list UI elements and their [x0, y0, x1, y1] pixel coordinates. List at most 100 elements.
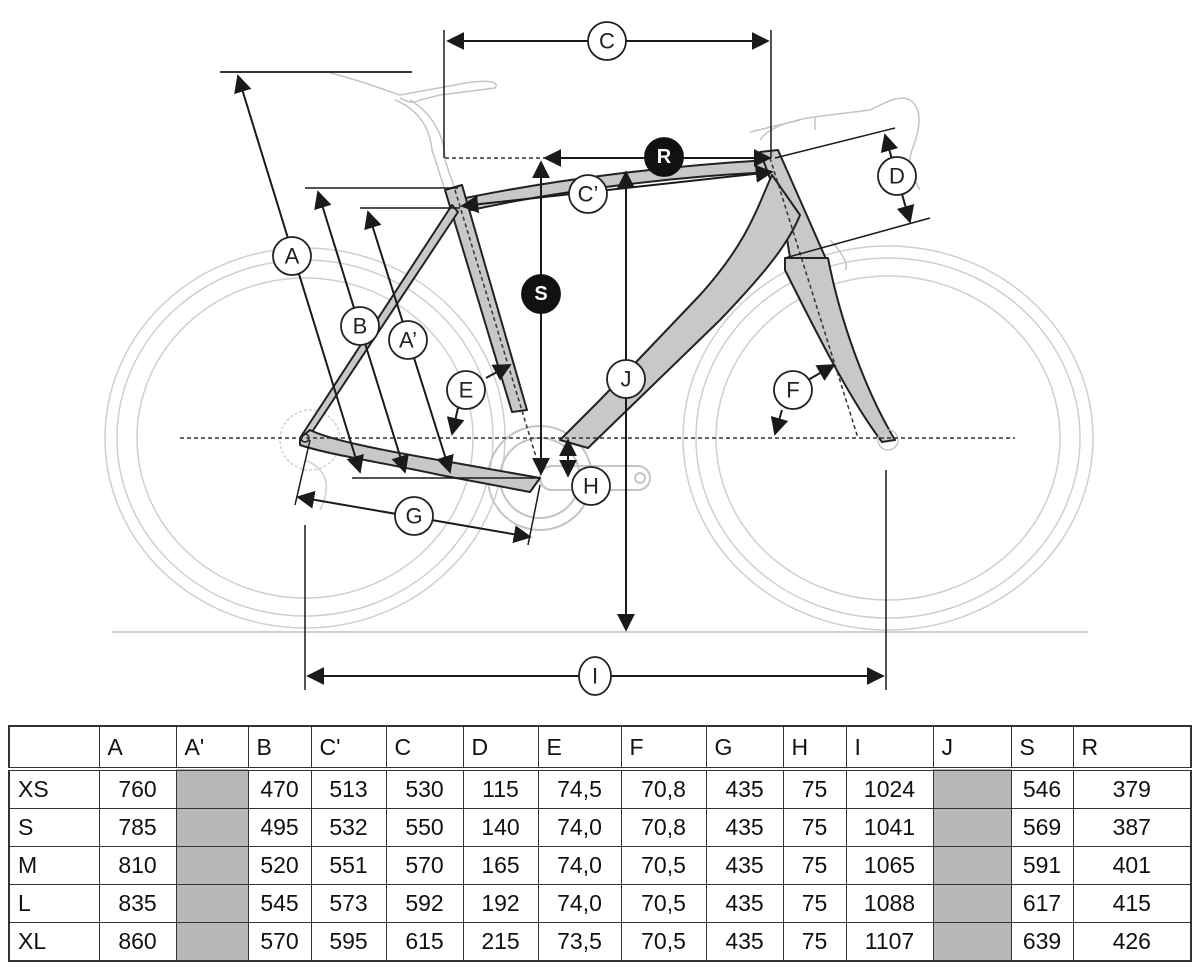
cell-D: 115: [462, 768, 539, 809]
label-A-text: A: [285, 244, 300, 269]
size-label-cell: M: [8, 846, 100, 885]
header-B: B: [247, 725, 312, 771]
cell-S: 569: [1010, 808, 1074, 847]
cell-G: 435: [705, 808, 784, 847]
front-wheel: [682, 245, 1094, 631]
cell-A-prime: [175, 922, 249, 962]
cell-S: 639: [1010, 922, 1074, 962]
cell-D: 140: [462, 808, 539, 847]
frame-geometry-diagram: A B A’ C C’ R S D E F J G: [104, 21, 1094, 696]
header-I: I: [845, 725, 934, 771]
cell-H: 75: [782, 846, 847, 885]
cell-C: 530: [385, 768, 464, 809]
cell-C: 592: [385, 884, 464, 923]
header-J: J: [932, 725, 1012, 771]
label-J: J: [606, 359, 646, 399]
label-G-text: G: [405, 504, 422, 529]
cell-I: 1088: [845, 884, 934, 923]
dimension-lines: [220, 30, 931, 690]
cell-G: 435: [705, 768, 784, 809]
cell-A-prime: [175, 768, 249, 809]
cell-S: 617: [1010, 884, 1074, 923]
cell-F: 70,5: [620, 922, 707, 962]
cell-A: 785: [98, 808, 177, 847]
cell-B: 520: [247, 846, 312, 885]
header-S: S: [1010, 725, 1074, 771]
label-G: G: [394, 496, 434, 536]
label-C-prime: C’: [568, 174, 608, 214]
cell-I: 1041: [845, 808, 934, 847]
cell-F: 70,8: [620, 808, 707, 847]
cell-E: 73,5: [537, 922, 622, 962]
label-A: A: [272, 236, 312, 276]
cell-C-prime: 573: [310, 884, 387, 923]
cell-C-prime: 532: [310, 808, 387, 847]
cell-R: 426: [1072, 922, 1192, 962]
label-H-text: H: [583, 474, 599, 499]
cell-G: 435: [705, 922, 784, 962]
label-J-text: J: [621, 367, 632, 392]
cell-J: [932, 884, 1012, 923]
cell-R: 379: [1072, 768, 1192, 809]
cell-C-prime: 513: [310, 768, 387, 809]
size-label-cell: XL: [8, 922, 100, 962]
cell-G: 435: [705, 846, 784, 885]
header-A-prime: A': [175, 725, 249, 771]
cell-E: 74,0: [537, 808, 622, 847]
cell-D: 165: [462, 846, 539, 885]
cell-B: 495: [247, 808, 312, 847]
label-A-prime-text: A’: [399, 328, 417, 353]
cell-B: 570: [247, 922, 312, 962]
label-S: S: [521, 274, 561, 314]
label-R-text: R: [657, 146, 672, 168]
header-E: E: [537, 725, 622, 771]
cell-E: 74,5: [537, 768, 622, 809]
label-H: H: [571, 466, 611, 506]
header-C-prime: C': [310, 725, 387, 771]
cell-B: 470: [247, 768, 312, 809]
label-S-text: S: [534, 283, 547, 305]
cell-D: 192: [462, 884, 539, 923]
cell-C: 570: [385, 846, 464, 885]
label-A-prime: A’: [388, 320, 428, 360]
cell-C: 550: [385, 808, 464, 847]
size-label-cell: L: [8, 884, 100, 923]
cell-J: [932, 808, 1012, 847]
cell-R: 415: [1072, 884, 1192, 923]
header-D: D: [462, 725, 539, 771]
size-label-cell: S: [8, 808, 100, 847]
cell-I: 1107: [845, 922, 934, 962]
header-size: [8, 725, 100, 771]
cell-R: 387: [1072, 808, 1192, 847]
axle-centerline: [180, 157, 1015, 471]
label-F: F: [773, 370, 813, 410]
cell-S: 546: [1010, 768, 1074, 809]
table-header-row: A A' B C' C D E F G H I J S R: [8, 725, 1192, 771]
header-C: C: [385, 725, 464, 771]
cell-H: 75: [782, 922, 847, 962]
label-E-text: E: [459, 378, 474, 403]
label-I-text: I: [592, 664, 598, 689]
cell-H: 75: [782, 884, 847, 923]
label-C-prime-text: C’: [578, 182, 599, 207]
cell-C-prime: 551: [310, 846, 387, 885]
cell-A: 835: [98, 884, 177, 923]
cell-A: 760: [98, 768, 177, 809]
label-B-text: B: [353, 314, 368, 339]
label-F-text: F: [786, 378, 799, 403]
front-dropout: [877, 429, 899, 451]
cell-J: [932, 768, 1012, 809]
cell-A-prime: [175, 846, 249, 885]
label-C: C: [587, 21, 627, 61]
cell-F: 70,5: [620, 846, 707, 885]
header-G: G: [705, 725, 784, 771]
cell-J: [932, 846, 1012, 885]
header-A: A: [98, 725, 177, 771]
cell-E: 74,0: [537, 884, 622, 923]
cell-E: 74,0: [537, 846, 622, 885]
cell-B: 545: [247, 884, 312, 923]
size-label-cell: XS: [8, 768, 100, 809]
